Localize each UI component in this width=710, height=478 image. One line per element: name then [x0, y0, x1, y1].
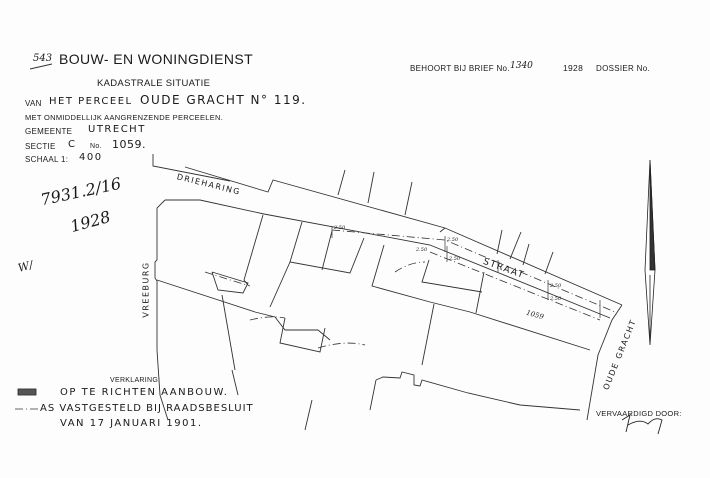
north-arrow-icon	[644, 159, 656, 346]
parcel-edge	[304, 399, 313, 431]
parcel-edge	[243, 214, 264, 286]
parcel-edge	[475, 271, 485, 314]
street-label-vreeburg: VREEBURG	[141, 261, 151, 318]
parcel-edge	[369, 379, 377, 411]
folio-mark: 543	[33, 53, 53, 64]
parcel-edge	[221, 294, 236, 371]
brief-year: 1928	[563, 63, 584, 73]
dimension-ticks	[331, 226, 601, 318]
parcel-edge	[421, 303, 435, 366]
parcel-edge	[289, 221, 365, 274]
alignment-lines	[15, 229, 616, 410]
sectie-label: SECTIE	[25, 142, 56, 151]
dimension-label: 2.50	[550, 296, 562, 302]
sectie-value: C	[68, 139, 77, 150]
gemeente-label: GEMEENTE	[25, 127, 73, 136]
parcel-edge	[321, 230, 333, 271]
adjacent-line: MET ONMIDDELLIJK AANGRENZENDE PERCEELEN.	[25, 113, 224, 122]
van-label: VAN	[25, 99, 42, 108]
folio-underline	[29, 63, 53, 70]
legend-swatch	[17, 388, 37, 396]
oude-gracht-line	[586, 304, 623, 421]
made-by-label: VERVAARDIGD DOOR:	[596, 409, 682, 418]
parcel-line	[156, 279, 331, 341]
parcel-edge	[211, 271, 249, 294]
parcel-edge	[279, 317, 326, 353]
parcel-line-bottom	[375, 371, 581, 411]
perceel-label: HET PERCEEL	[49, 96, 133, 107]
parcel-edge	[231, 369, 239, 396]
dimension-label: 2.50	[447, 237, 459, 243]
dimension-label: 2.50	[550, 283, 562, 289]
pointer-line	[152, 154, 231, 182]
perceel-value: OUDE GRACHT N° 119.	[140, 93, 307, 107]
document-subtitle: KADASTRALE SITUATIE	[97, 78, 211, 89]
signature-drawing	[621, 414, 663, 435]
brief-label: BEHOORT BIJ BRIEF No.	[410, 64, 510, 73]
no-label: No.	[90, 143, 102, 150]
schaal-value: 400	[79, 152, 103, 163]
legend-item-as-date: VAN 17 JANUARI 1901.	[60, 418, 203, 429]
parcel-line-1059	[371, 244, 591, 351]
brief-number: 1340	[510, 61, 533, 71]
department-title: BOUW- EN WONINGDIENST	[59, 51, 254, 67]
legend-item-as: AS VASTGESTELD BIJ RAADSBESLUIT	[40, 403, 254, 414]
gemeente-value: UTRECHT	[88, 124, 146, 135]
dimension-label: 2.50	[334, 225, 346, 231]
parcel-edge	[269, 261, 291, 308]
parcel-edge	[421, 259, 483, 293]
neighbour-boundaries	[337, 169, 554, 275]
no-value: 1059.	[112, 138, 146, 151]
vreeburg-line	[154, 199, 169, 421]
dimension-label: 2.50	[416, 247, 428, 253]
dossier-label: DOSSIER No.	[596, 64, 650, 73]
street-line-lower	[165, 199, 611, 319]
schaal-label: SCHAAL 1:	[25, 155, 69, 164]
dimension-label: 2.50	[449, 256, 461, 262]
legend-title: VERKLARING:	[110, 377, 161, 384]
street-line-upper	[184, 166, 623, 306]
legend-item-aanbouw: OP TE RICHTEN AANBOUW.	[60, 387, 229, 398]
